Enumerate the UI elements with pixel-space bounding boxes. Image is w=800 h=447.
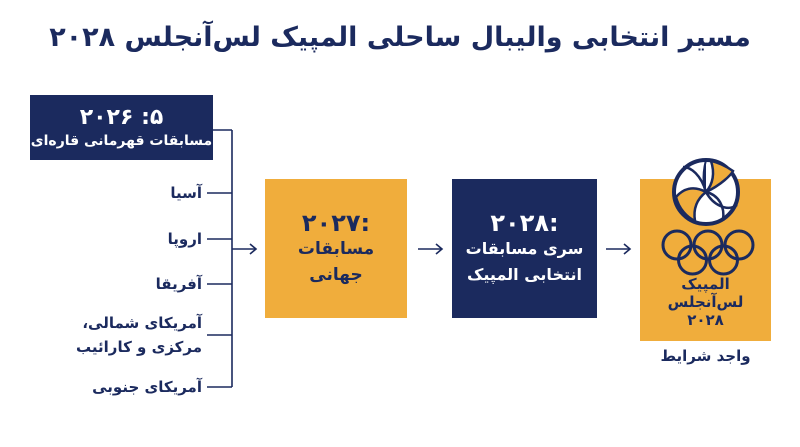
stage-name: مسابقات قهرمانی قاره‌ای (30, 132, 213, 149)
region-north-america-line1: آمریکای شمالی، (82, 314, 202, 332)
stage-year: :۲۰۲۷ (301, 208, 371, 237)
qualified-label: واجد شرایط (660, 347, 751, 365)
region-north-america-line2: مرکزی و کارائیب (76, 338, 202, 356)
stage-name-line1: المپیک (681, 275, 730, 293)
stage-world-championships: :۲۰۲۷ مسابقات جهانی (265, 179, 407, 318)
stage-name-line2: جهانی (309, 264, 363, 285)
stage-name-line2: لس‌آ‌نجلس (667, 293, 744, 311)
stage-name-line1: سری مسابقات (465, 238, 584, 258)
region-africa: آفریقا (155, 275, 202, 293)
volleyball-icon (672, 158, 740, 226)
olympic-rings-icon (661, 229, 755, 276)
stage-year: ۵: ۲۰۲۶ (79, 104, 164, 130)
arrow-icon (232, 243, 258, 255)
stage-continental-championships: ۵: ۲۰۲۶ مسابقات قهرمانی قاره‌ای (30, 95, 213, 160)
stage-name-line1: مسابقات (297, 238, 375, 259)
arrow-icon (606, 243, 632, 255)
region-europe: اروپا (167, 230, 202, 248)
region-south-america: آمریکای جنوبی (92, 378, 202, 396)
page-title: مسیر انتخابی والیبال ساحلی المپیک لس‌آنج… (49, 22, 751, 53)
stage-name-line3: ۲۰۲۸ (687, 311, 724, 329)
stage-olympic-qualification-series: :۲۰۲۸ سری مسابقات انتخابی المپیک (452, 179, 597, 318)
stage-year: :۲۰۲۸ (490, 208, 559, 237)
stage-name-line2: انتخابی المپیک (467, 264, 582, 284)
region-asia: آسیا (170, 184, 202, 202)
arrow-icon (418, 243, 444, 255)
